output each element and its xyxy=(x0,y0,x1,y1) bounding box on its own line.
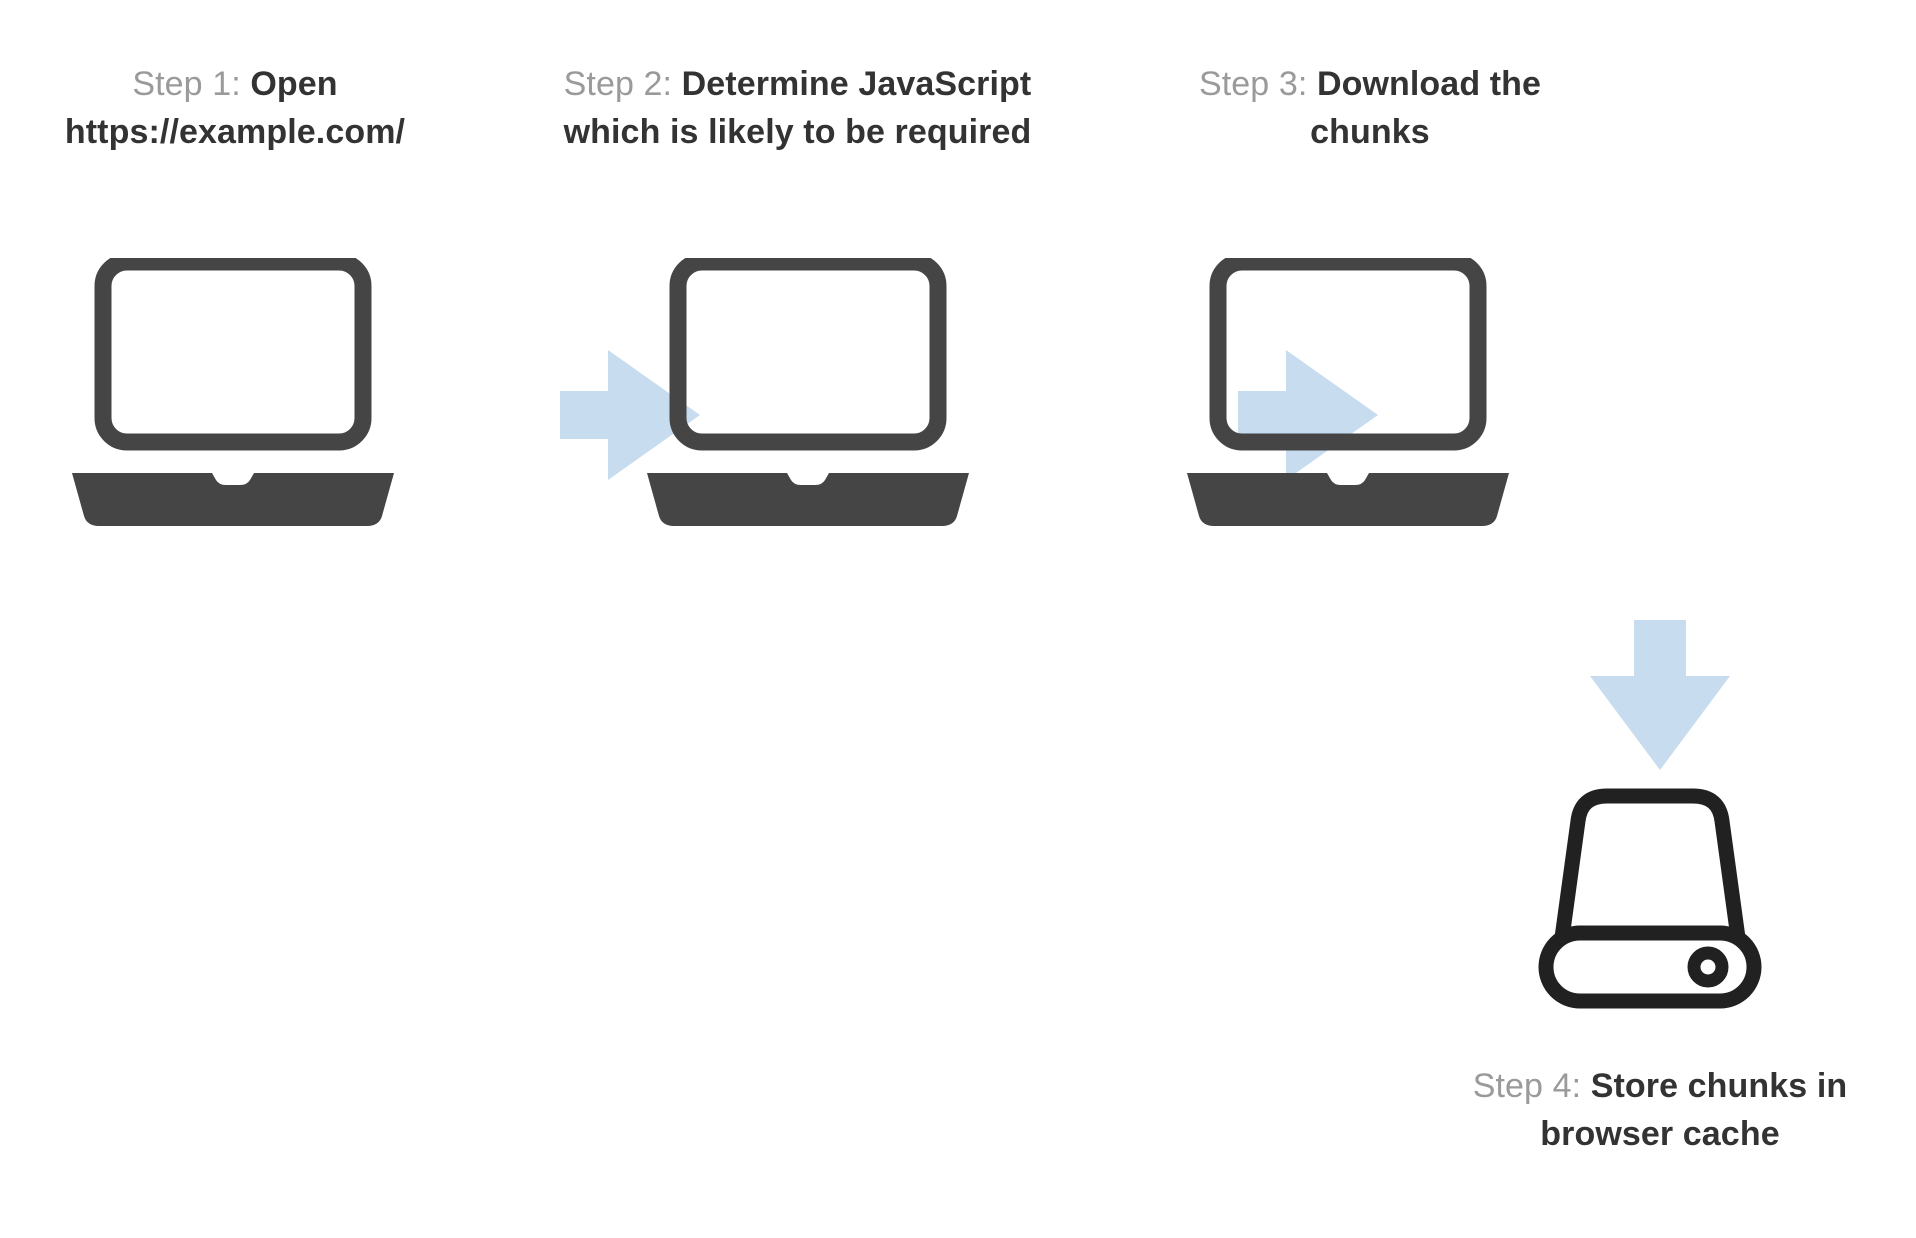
laptop-icon xyxy=(70,258,490,548)
step-4-title: Store chunks in browser cache xyxy=(1540,1067,1848,1154)
arrow-down-icon xyxy=(1590,620,1730,770)
step-4-caption: Step 4: Store chunks in browser cache xyxy=(1440,1062,1880,1159)
step-3-caption: Step 3: Download the chunks xyxy=(1160,60,1580,157)
step-2-caption: Step 2: Determine JavaScript which is li… xyxy=(545,60,1050,157)
arrow-right-icon xyxy=(560,350,700,480)
laptop-icon xyxy=(1185,258,1605,548)
step-3-prefix: Step 3: xyxy=(1198,65,1317,103)
step-1-title: Open https://example.com/ xyxy=(64,65,406,152)
step-3-title: Download the chunks xyxy=(1310,65,1542,152)
step-2-title: Determine JavaScript which is likely to … xyxy=(563,65,1032,152)
arrow-right-icon xyxy=(1238,350,1378,480)
hard-disk-icon xyxy=(1525,785,1775,1010)
step-1-prefix: Step 1: xyxy=(132,65,251,103)
step-2-prefix: Step 2: xyxy=(563,65,682,103)
laptop-icon xyxy=(645,258,1065,548)
step-1-caption: Step 1: Open https://example.com/ xyxy=(30,60,440,157)
step-4-prefix: Step 4: xyxy=(1472,1067,1591,1105)
